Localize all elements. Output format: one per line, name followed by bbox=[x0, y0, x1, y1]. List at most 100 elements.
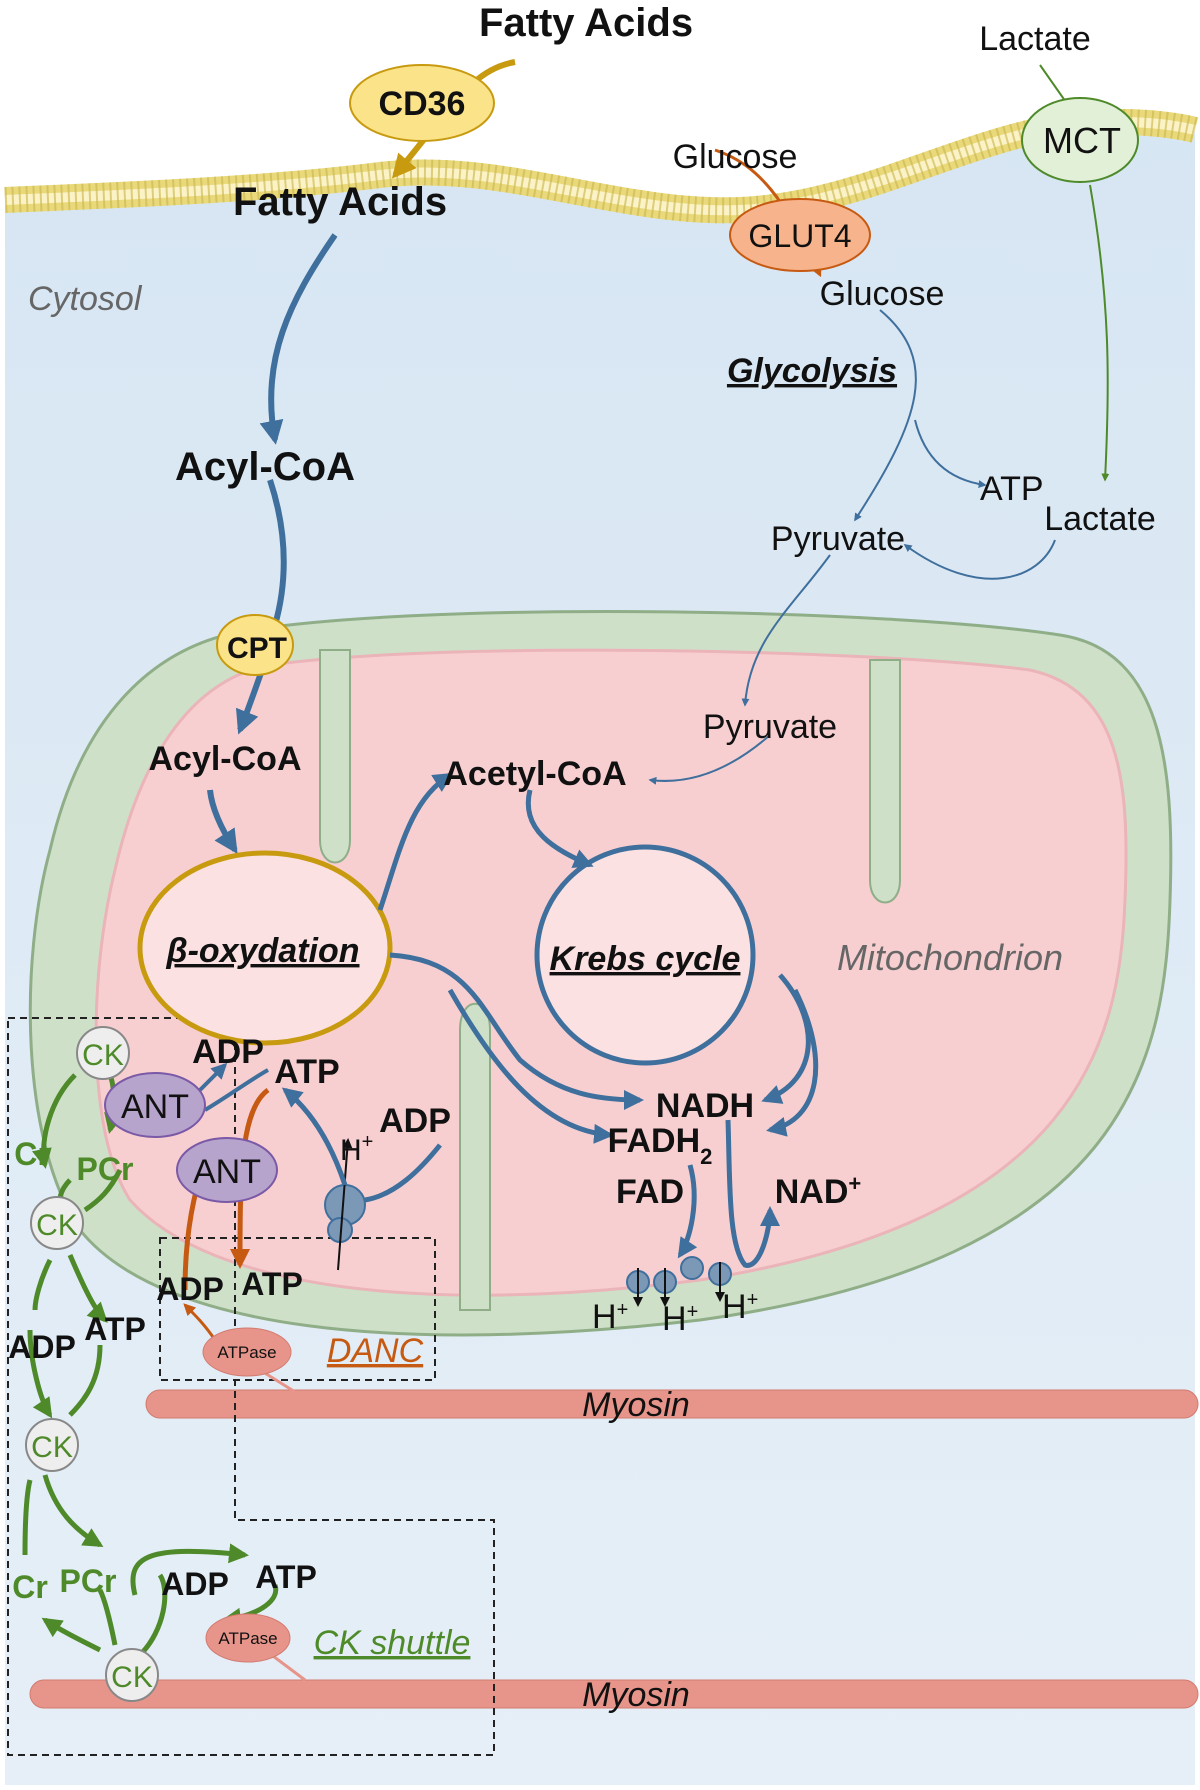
label-adp-ck: ADP bbox=[8, 1329, 76, 1365]
label-pcr-2: PCr bbox=[60, 1563, 117, 1599]
label-hplus-synthase: H+ bbox=[340, 1131, 373, 1167]
label-fad: FAD bbox=[616, 1173, 684, 1211]
label-glucose-in: Glucose bbox=[820, 275, 945, 313]
label-atp-ant: ATP bbox=[274, 1053, 339, 1091]
label-glut4: GLUT4 bbox=[748, 218, 851, 254]
label-atp-glyco: ATP bbox=[980, 470, 1044, 508]
glut4-transporter bbox=[729, 198, 871, 272]
arrow-beta-nadh bbox=[389, 952, 644, 1110]
atpase-2 bbox=[205, 1613, 291, 1663]
label-adp-shuttle: ADP bbox=[161, 1566, 229, 1602]
arrow-fa-to-acyl bbox=[259, 233, 338, 445]
mct-transporter bbox=[1021, 97, 1139, 183]
label-pyruvate-cyto: Pyruvate bbox=[771, 520, 905, 558]
label-adp-ant: ADP bbox=[192, 1033, 264, 1071]
myosin-bar-1 bbox=[145, 1389, 1199, 1419]
label-atp-shuttle: ATP bbox=[255, 1559, 317, 1595]
line-lactate-mct bbox=[1039, 64, 1069, 106]
label-fatty-acids-top: Fatty Acids bbox=[479, 1, 693, 45]
arrow-beta-acetyl bbox=[377, 772, 454, 911]
cpt-transporter bbox=[216, 614, 294, 676]
label-pcr-1: PCr bbox=[77, 1151, 134, 1187]
label-cd36: CD36 bbox=[379, 85, 466, 123]
label-mct: MCT bbox=[1043, 120, 1121, 161]
ck-shuttle-box bbox=[7, 1017, 495, 1756]
label-atp-ck: ATP bbox=[84, 1311, 146, 1347]
label-myosin-1: Myosin bbox=[582, 1386, 690, 1424]
danc-box bbox=[159, 1237, 436, 1381]
arrow-acyl-to-beta bbox=[207, 789, 238, 855]
label-ant-1: ANT bbox=[121, 1088, 189, 1126]
arrow-synthase-atp bbox=[281, 1087, 348, 1186]
crista-1 bbox=[319, 649, 351, 864]
crista-2 bbox=[869, 659, 901, 904]
label-lactate-in: Lactate bbox=[1044, 500, 1156, 538]
label-lactate-top: Lactate bbox=[979, 20, 1091, 58]
label-atpase-2: ATPase bbox=[218, 1629, 277, 1648]
label-krebs-cycle: Krebs cycle bbox=[550, 940, 741, 978]
beta-oxidation-ellipse bbox=[137, 850, 393, 1046]
arrow-pyruvate-acetyl bbox=[648, 734, 771, 785]
etc-complex-3 bbox=[680, 1256, 704, 1280]
label-cr-1: Cr bbox=[14, 1136, 50, 1172]
atpase-1 bbox=[202, 1327, 292, 1377]
label-acyl-coa-mito: Acyl-CoA bbox=[148, 740, 301, 778]
cd36-transporter bbox=[349, 64, 495, 142]
ck-circle-4 bbox=[105, 1648, 159, 1702]
label-beta-oxidation: β-oxydation bbox=[166, 932, 360, 970]
arrow-glyco-atp bbox=[914, 419, 987, 489]
label-adp-mito: ADP bbox=[379, 1102, 451, 1140]
arrow-mct-lactate bbox=[1089, 184, 1110, 482]
arrow-pyruvate-in bbox=[741, 554, 831, 707]
label-ck-shuttle: CK shuttle bbox=[314, 1624, 471, 1662]
label-cpt: CPT bbox=[227, 632, 287, 665]
ant-transporter-1 bbox=[104, 1072, 206, 1138]
arrow-lactate-pyruvate bbox=[903, 539, 1056, 580]
arrow-acyl-to-cpt bbox=[267, 479, 287, 626]
label-cr-2: Cr bbox=[12, 1569, 48, 1605]
arrow-glycolysis bbox=[854, 309, 917, 522]
crista-3 bbox=[459, 1002, 491, 1311]
label-hplus-3: H+ bbox=[722, 1288, 758, 1326]
label-ck-2: CK bbox=[36, 1209, 78, 1242]
label-glucose-out: Glucose bbox=[673, 138, 798, 176]
label-acyl-coa-cyto: Acyl-CoA bbox=[175, 445, 355, 489]
ck-circle-2 bbox=[30, 1196, 84, 1250]
myosin-bar-2 bbox=[29, 1679, 1199, 1709]
label-mitochondrion: Mitochondrion bbox=[837, 937, 1063, 978]
ck-circle-1 bbox=[76, 1026, 130, 1080]
arrow-atpase-adp bbox=[183, 1303, 217, 1341]
arrow-adp-synthase bbox=[364, 1143, 442, 1203]
krebs-cycle-circle bbox=[534, 844, 756, 1066]
label-pyruvate-mito: Pyruvate bbox=[703, 708, 837, 746]
arrow-fadh2-fad bbox=[677, 1164, 698, 1259]
label-ck-3: CK bbox=[31, 1431, 73, 1464]
label-danc: DANC bbox=[327, 1332, 424, 1370]
label-glycolysis: Glycolysis bbox=[727, 352, 897, 390]
label-atpase-1: ATPase bbox=[217, 1343, 276, 1362]
label-ck-4: CK bbox=[111, 1661, 153, 1694]
label-adp-danc: ADP bbox=[156, 1271, 224, 1307]
arrow-nadh-nad bbox=[725, 1119, 780, 1268]
label-atp-danc: ATP bbox=[241, 1266, 303, 1302]
label-cytosol: Cytosol bbox=[28, 280, 143, 318]
arrow-krebs-nadh bbox=[761, 973, 811, 1104]
arrow-krebs-fadh2 bbox=[766, 988, 819, 1137]
label-nadh: NADH bbox=[656, 1087, 754, 1125]
ck-circle-3 bbox=[25, 1418, 79, 1472]
label-fadh2: FADH2 bbox=[608, 1122, 713, 1169]
label-hplus-1: H+ bbox=[592, 1298, 628, 1336]
label-acetyl-coa: Acetyl-CoA bbox=[443, 755, 626, 793]
ant-transporter-2 bbox=[176, 1137, 278, 1203]
arrow-acetyl-krebs bbox=[525, 789, 594, 868]
label-ck-1: CK bbox=[82, 1039, 124, 1072]
label-fatty-acids-in: Fatty Acids bbox=[233, 180, 447, 224]
label-myosin-2: Myosin bbox=[582, 1676, 690, 1714]
label-hplus-2: H+ bbox=[662, 1300, 698, 1338]
label-nad-plus: NAD+ bbox=[775, 1171, 862, 1211]
arrow-beta-fadh2 bbox=[447, 988, 614, 1144]
line-ant-atp bbox=[203, 1068, 269, 1112]
label-ant-2: ANT bbox=[193, 1153, 261, 1191]
